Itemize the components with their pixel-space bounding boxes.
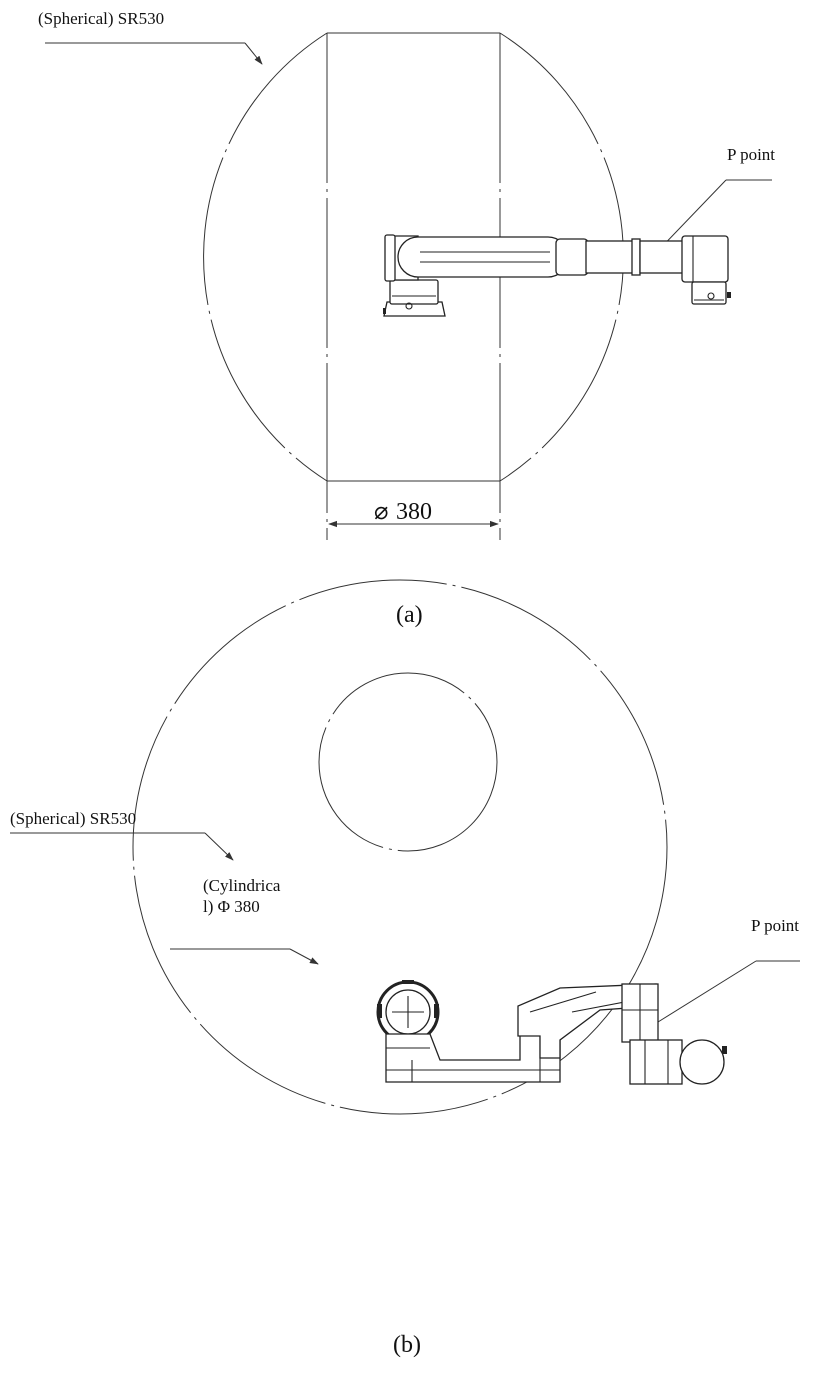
forearm-end bbox=[639, 240, 685, 274]
sphere-boundary-left-arc bbox=[203, 32, 328, 482]
figure-b: (Spherical) SR530 (Cylindrica l) Φ 380 P… bbox=[10, 579, 800, 1358]
shoulder-cap bbox=[384, 234, 396, 282]
sphere-label-pointer-a bbox=[244, 42, 263, 65]
upper-arm bbox=[397, 236, 569, 278]
sphere-label-a: (Spherical) SR530 bbox=[38, 9, 164, 28]
wrist-block bbox=[629, 1039, 683, 1085]
figure-a: (Spherical) SR530 ⌀ 380 P point bbox=[38, 9, 775, 628]
robot-arm-top-view bbox=[376, 980, 727, 1085]
sphere-label-pointer-b bbox=[204, 832, 234, 861]
diameter-value: 380 bbox=[396, 499, 432, 525]
caption-a: (a) bbox=[396, 602, 423, 628]
wrist-flange bbox=[679, 1039, 725, 1085]
caption-b: (b) bbox=[393, 1332, 421, 1358]
forearm bbox=[585, 240, 635, 274]
sphere-boundary-circle bbox=[132, 579, 668, 1115]
robot-arm-side-view bbox=[383, 234, 731, 317]
p-point-label-b: P point bbox=[751, 916, 799, 935]
p-point-label-a: P point bbox=[727, 145, 775, 164]
forearm-ring bbox=[631, 238, 641, 276]
cylinder-label-line2: l) Φ 380 bbox=[203, 897, 260, 916]
cylinder-label-pointer bbox=[289, 948, 319, 965]
cylinder-boundary-circle bbox=[318, 672, 498, 852]
cylinder-label-line1: (Cylindrica bbox=[203, 876, 281, 895]
wrist-joint bbox=[681, 235, 729, 283]
diameter-symbol: ⌀ bbox=[374, 499, 388, 525]
robot-base-collar bbox=[389, 279, 439, 305]
wrist-flange bbox=[691, 281, 727, 305]
elbow-joint bbox=[555, 238, 589, 276]
p-point-pointer-b bbox=[657, 960, 757, 1023]
sphere-label-b: (Spherical) SR530 bbox=[10, 809, 136, 828]
